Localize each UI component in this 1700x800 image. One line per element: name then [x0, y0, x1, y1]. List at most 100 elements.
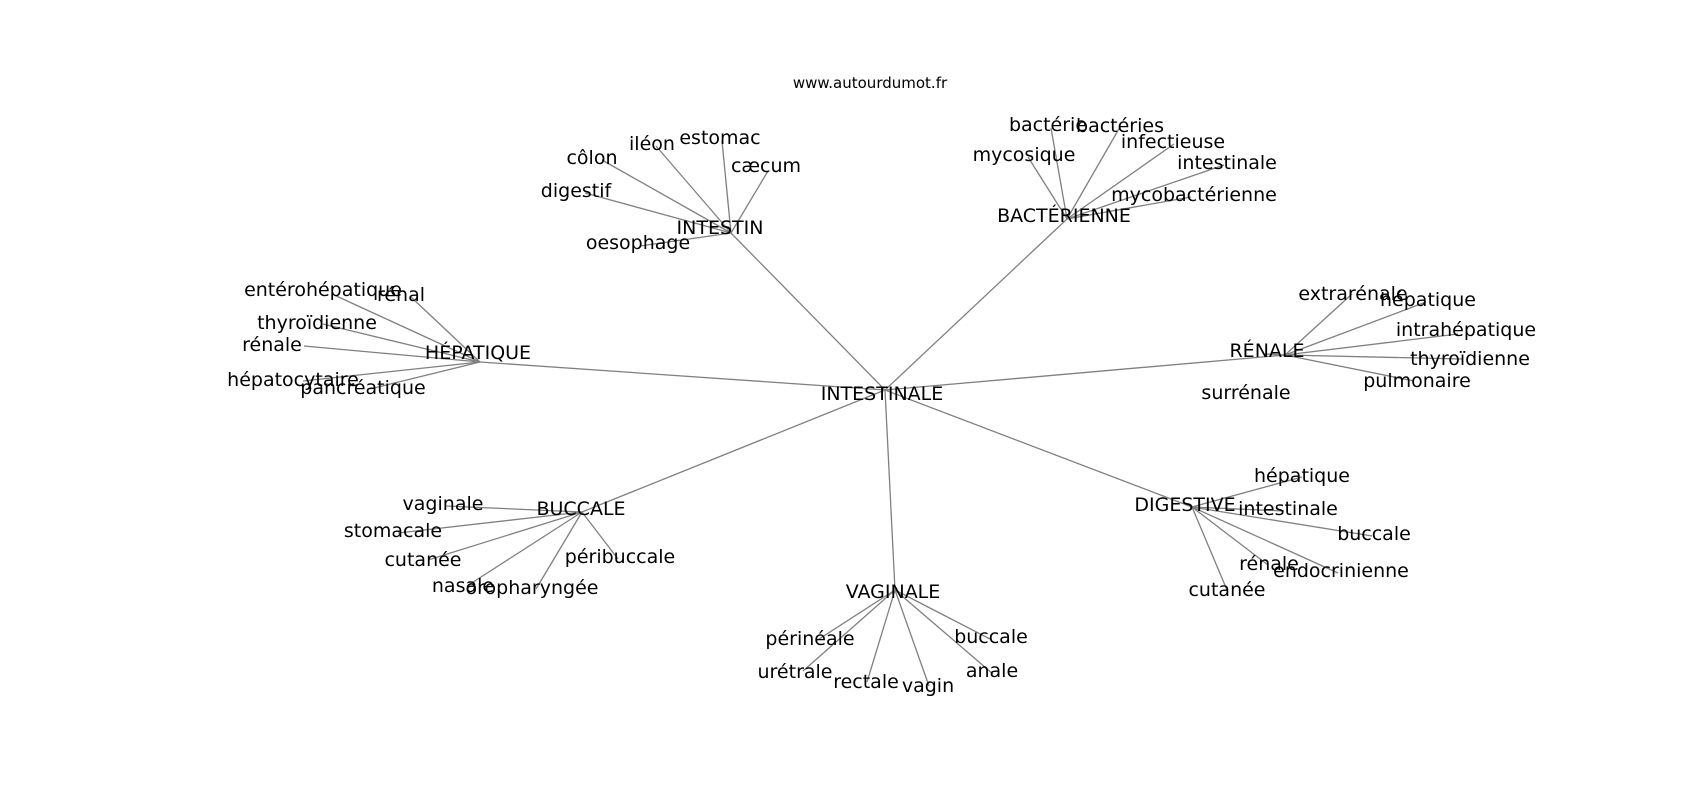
edge-hub-word: [1191, 506, 1228, 591]
edge-hub-word: [639, 232, 732, 247]
edge-center-hub: [884, 389, 896, 591]
edge-hub-word: [601, 159, 732, 234]
word-node: pancréatique: [300, 377, 425, 399]
word-node: hépatique: [1380, 289, 1476, 311]
edge-hub-word: [397, 511, 583, 534]
edge-hub-word: [1066, 196, 1192, 220]
edge-center-hub: [730, 232, 886, 391]
hub-node: RÉNALE: [1229, 339, 1304, 362]
word-node: pulmonaire: [1363, 370, 1471, 392]
hub-node: VAGINALE: [846, 581, 941, 603]
edge-hub-word: [1027, 156, 1068, 220]
cluster-bacterienne: BACTÉRIENNE bactérie bactéries mycosique…: [973, 114, 1277, 227]
edge-hub-word: [322, 323, 481, 363]
word-node: intrahépatique: [1396, 319, 1536, 341]
edge-hub-word: [1066, 143, 1175, 220]
word-node: oropharyngée: [466, 577, 599, 599]
edge-hub-word: [331, 293, 481, 363]
edge-hub-word: [721, 140, 732, 234]
word-node: surrénale: [1201, 382, 1290, 404]
edge-hub-word: [894, 589, 930, 687]
edge-hub-word: [1284, 293, 1353, 356]
cluster-buccale: BUCCALE vaginale stomacale cutanée nasal…: [344, 493, 675, 599]
edge-hub-word: [1264, 353, 1286, 356]
word-node: iléon: [629, 133, 675, 155]
word-node: bactérie: [1009, 114, 1087, 136]
cluster-hepatique: HÉPATIQUE entérohépatique rénal thyroïdi…: [227, 279, 531, 399]
word-node: cæcum: [731, 155, 801, 177]
edge-hub-word: [410, 296, 481, 363]
edge-hub-word: [302, 361, 481, 382]
word-node: mycobactérienne: [1111, 184, 1277, 206]
edge-hub-word: [581, 511, 619, 560]
edge-hub-word: [1191, 506, 1339, 574]
word-node: rénale: [242, 334, 302, 356]
cluster-vaginale: VAGINALE périnéale urétrale rectale vagi…: [758, 581, 1028, 697]
word-node: anale: [966, 660, 1018, 682]
word-node: intestinale: [1177, 152, 1277, 174]
edge-hub-word: [1050, 127, 1068, 220]
edge-hub-word: [1191, 506, 1285, 512]
hub-node: BACTÉRIENNE: [997, 204, 1131, 227]
word-node: stomacale: [344, 520, 442, 542]
edge-hub-word: [1191, 506, 1269, 566]
word-node: rénale: [1239, 553, 1299, 575]
edge-hub-word: [1066, 164, 1225, 220]
word-node: digestif: [541, 180, 613, 202]
edge-hub-word: [1284, 354, 1463, 360]
hub-node: INTESTIN: [677, 217, 764, 239]
edge-center-hub: [479, 361, 886, 391]
word-node: endocrinienne: [1273, 560, 1409, 582]
hub-node: BUCCALE: [536, 498, 625, 520]
edge-hub-word: [584, 192, 732, 234]
edge-hub-word: [466, 511, 583, 587]
hub-node: DIGESTIVE: [1134, 494, 1235, 516]
edge-hub-word: [303, 345, 481, 363]
word-node: vaginale: [403, 493, 484, 515]
edge-hub-word: [655, 145, 732, 234]
word-node: rénal: [377, 284, 425, 306]
edge-hub-word: [1191, 506, 1373, 537]
edge-hub-word: [1284, 301, 1427, 356]
edge-hub-word: [369, 361, 481, 390]
word-node: extrarénale: [1298, 283, 1407, 305]
edge-hub-word: [1066, 126, 1121, 220]
word-node: cutanée: [1188, 579, 1265, 601]
word-node: péribuccale: [565, 546, 675, 568]
word-node: rectale: [833, 671, 899, 693]
center-node: INTESTINALE: [821, 383, 944, 405]
word-node: infectieuse: [1121, 131, 1225, 153]
word-node: mycosique: [973, 144, 1076, 166]
edge-hub-word: [894, 589, 991, 640]
edge-hub-word: [427, 511, 583, 561]
edge-hub-word: [445, 505, 583, 513]
word-node: cutanée: [384, 549, 461, 571]
word-node: hépatocytaire: [227, 369, 359, 391]
word-node: vagin: [902, 675, 954, 697]
cluster-intestin: INTESTIN estomac iléon côlon cæcum diges…: [541, 127, 801, 254]
edges-layer: [302, 126, 1463, 687]
edge-hub-word: [1284, 354, 1415, 382]
word-node: estomac: [679, 127, 760, 149]
cluster-renale: RÉNALE extrarénale hépatique intrahépati…: [1201, 283, 1536, 404]
word-node: hépatique: [1254, 465, 1350, 487]
word-node: périnéale: [765, 628, 854, 650]
edge-center-hub: [581, 389, 886, 513]
edge-center-hub: [884, 389, 1193, 508]
edge-hub-word: [815, 589, 896, 642]
source-label: www.autourdumot.fr: [793, 74, 948, 92]
word-node: bactéries: [1076, 115, 1164, 137]
edge-hub-word: [866, 589, 896, 683]
edge-hub-word: [535, 511, 583, 590]
edge-hub-word: [1284, 333, 1459, 356]
edge-hub-word: [730, 170, 769, 234]
cluster-digestive: DIGESTIVE hépatique intestinale buccale …: [1134, 465, 1410, 601]
edge-center-hub: [884, 218, 1068, 391]
word-node: nasale: [432, 575, 494, 597]
hub-node: HÉPATIQUE: [425, 341, 531, 364]
word-node: buccale: [954, 626, 1028, 648]
edge-hub-word: [894, 589, 994, 675]
word-node: intestinale: [1238, 498, 1338, 520]
word-node: urétrale: [758, 661, 833, 683]
